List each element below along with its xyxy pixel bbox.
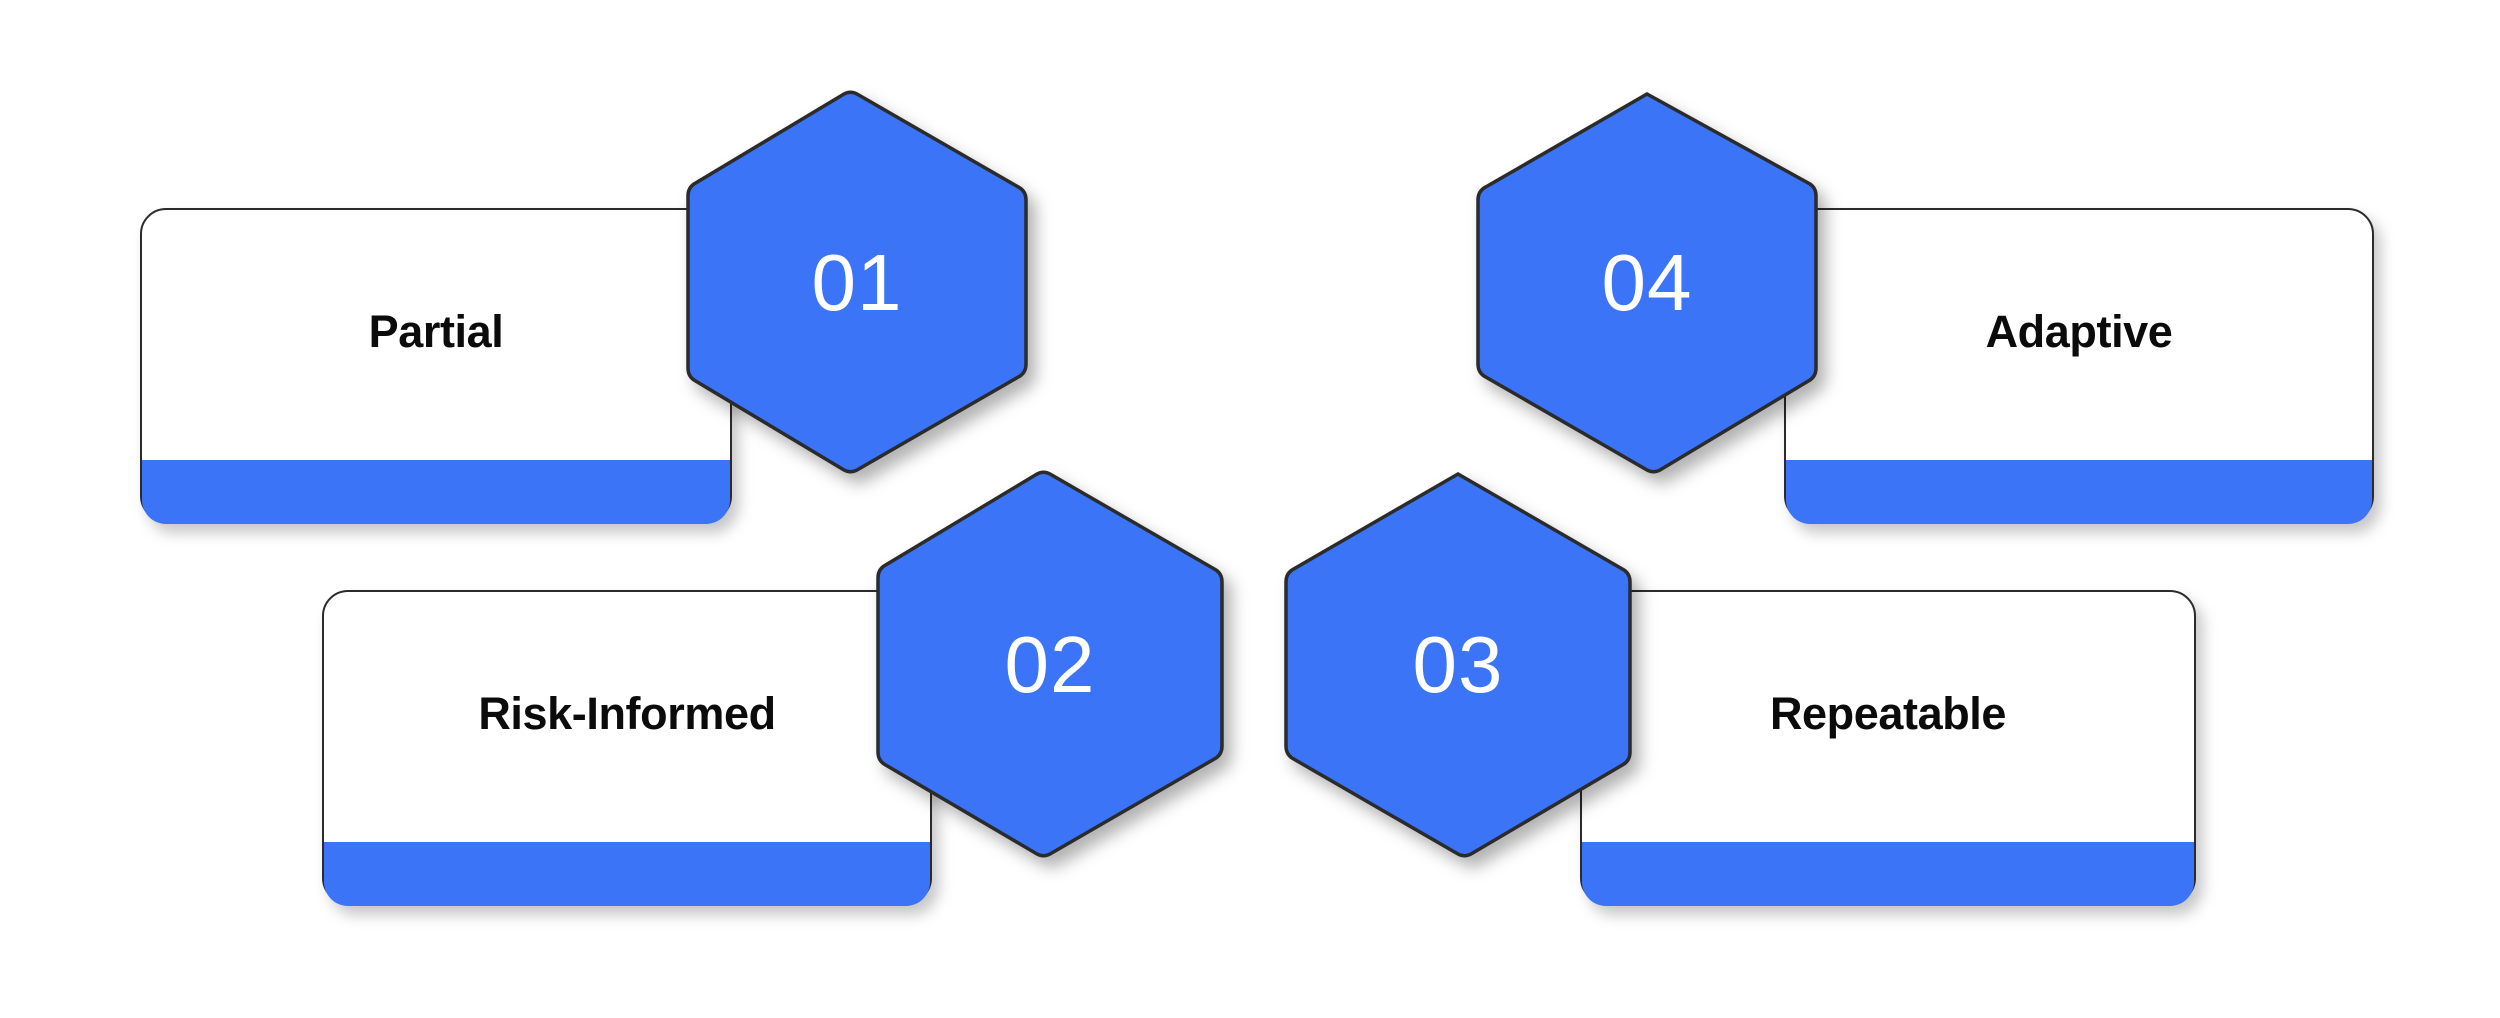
step-card-label: Repeatable bbox=[1769, 688, 2007, 739]
step-card-accent-bar bbox=[1786, 460, 2372, 524]
step-card-accent-bar bbox=[142, 460, 730, 524]
step-hexagon-number: 04 bbox=[1602, 238, 1693, 327]
step-hexagon-02[interactable]: 02 bbox=[874, 470, 1226, 858]
hexagon-shape-icon: 04 bbox=[1476, 91, 1818, 474]
step-hexagon-number: 02 bbox=[1005, 620, 1096, 709]
step-card-label: Risk-Informed bbox=[478, 688, 776, 739]
step-card-adaptive[interactable]: Adaptive bbox=[1784, 208, 2374, 524]
step-card-label: Partial bbox=[368, 306, 504, 357]
hexagon-shape-icon: 01 bbox=[686, 90, 1028, 474]
step-hexagon-number: 01 bbox=[812, 238, 903, 327]
step-card-label: Adaptive bbox=[1985, 306, 2173, 357]
hexagon-shape-icon: 02 bbox=[876, 470, 1224, 858]
step-card-accent-bar bbox=[324, 842, 930, 906]
step-card-risk-informed[interactable]: Risk-Informed bbox=[322, 590, 932, 906]
step-hexagon-01[interactable]: 01 bbox=[684, 90, 1030, 474]
step-hexagon-04[interactable]: 04 bbox=[1474, 90, 1820, 474]
step-hexagon-number: 03 bbox=[1413, 620, 1504, 709]
step-card-repeatable[interactable]: Repeatable bbox=[1580, 590, 2196, 906]
step-card-accent-bar bbox=[1582, 842, 2194, 906]
step-card-partial[interactable]: Partial bbox=[140, 208, 732, 524]
step-hexagon-03[interactable]: 03 bbox=[1282, 470, 1634, 858]
hexagon-shape-icon: 03 bbox=[1284, 471, 1632, 858]
